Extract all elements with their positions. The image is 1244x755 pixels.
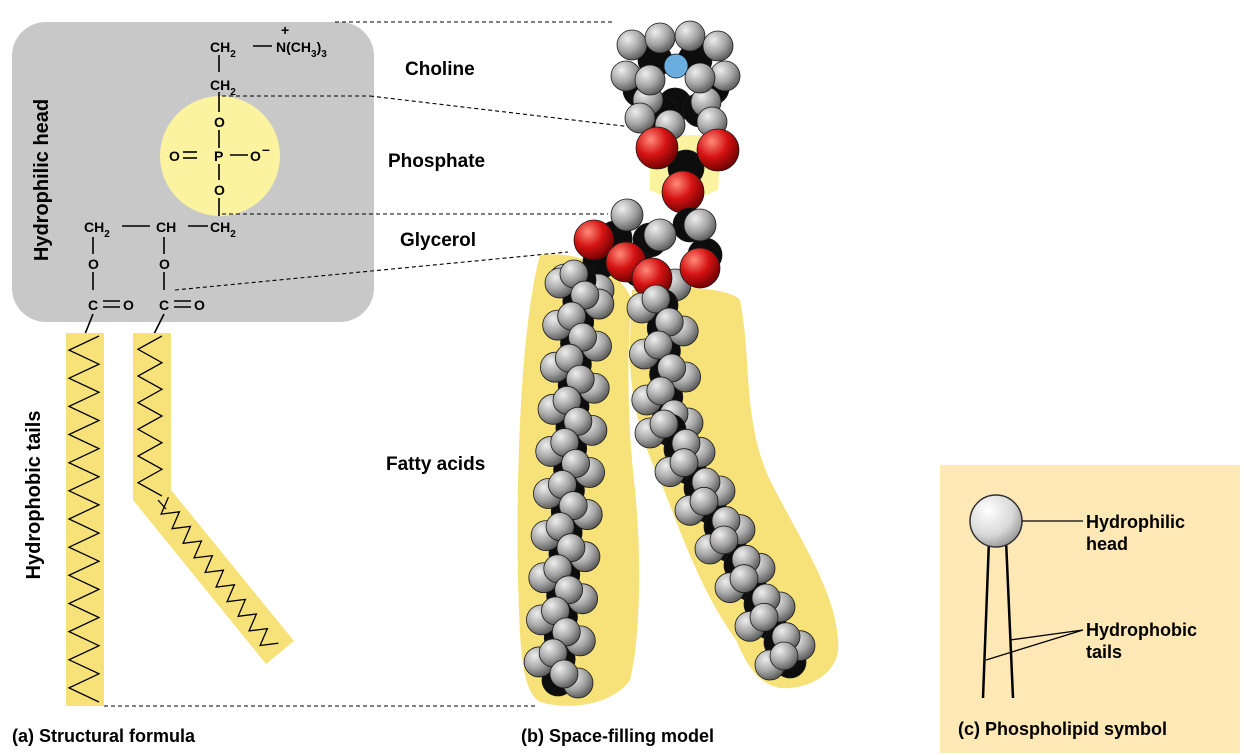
oxygen-atom [573, 219, 615, 261]
atom-ch2-mid: CH2 [210, 77, 236, 98]
hydrogen-atom [646, 376, 676, 406]
atom-o-left-dbl: O [123, 297, 134, 313]
atom-gly-mid: CH [156, 219, 176, 235]
nitrogen-atom [663, 53, 689, 79]
left-tail-band [66, 333, 104, 706]
atom-gly-left: CH2 [84, 219, 110, 240]
hydrogen-atom [624, 102, 656, 134]
structural-bonds [84, 45, 272, 335]
hydrogen-atom [610, 198, 644, 232]
hydrophilic-head-label: Hydrophilic head [31, 99, 53, 261]
atom-p: P [214, 148, 223, 164]
connector-lines [104, 21, 633, 707]
hydrogen-atom [561, 449, 590, 478]
left-fatty-acid-atoms [523, 259, 615, 699]
hydrogen-atom [709, 525, 739, 555]
hydrogen-atom [563, 406, 593, 436]
atom-o-right-dbl: O [194, 297, 205, 313]
hydrogen-atom [683, 208, 717, 242]
left-tail-zigzag [67, 335, 101, 703]
hydrogen-atom [634, 64, 666, 96]
symbol-head-label: Hydrophilic head [1086, 512, 1190, 554]
hydrogen-atom [556, 533, 586, 563]
structural-formula: Hydrophilic head Hydrophobic tails [12, 22, 374, 746]
hydrogen-atom [674, 20, 706, 52]
structural-atoms: CH2 N(CH3)3 + CH2 O O P O – O CH2 CH CH2… [84, 22, 327, 313]
tails-pointer-line-1 [1009, 629, 1084, 641]
hydrogen-atom [769, 641, 799, 671]
hydrogen-atom [749, 602, 779, 632]
symbol-tail-right [1004, 539, 1015, 699]
atom-p-left-o: O [169, 148, 180, 164]
atom-n-methyl: N(CH3)3 [276, 39, 327, 60]
right-fatty-acid-atoms [626, 284, 816, 681]
symbol-caption: (c) Phospholipid symbol [958, 719, 1167, 739]
atom-c-left: C [88, 297, 98, 313]
oxygen-atom [696, 128, 740, 172]
hydrogen-atom [684, 62, 716, 94]
symbol-tails-label: Hydrophobic tails [1086, 620, 1202, 662]
hydrogen-atom [649, 409, 679, 439]
phosphate-highlight [160, 96, 280, 216]
hydrogen-atom [558, 491, 588, 520]
hydrogen-atom [729, 564, 759, 594]
hydrogen-atom [554, 575, 584, 605]
hydrogen-atom [551, 617, 581, 647]
structural-formula-caption: (a) Structural formula [12, 726, 196, 746]
atom-gly-right: CH2 [210, 219, 236, 240]
atom-o-left: O [88, 256, 99, 272]
hydrogen-atom [643, 218, 677, 252]
atom-p-right-o: O [250, 148, 261, 164]
choline-label: Choline [405, 59, 475, 80]
hydrogen-atom [702, 30, 734, 62]
hydrogen-atom [644, 22, 676, 54]
right-tail-zigzag-upper [136, 335, 164, 497]
hydrophobic-tails-label: Hydrophobic tails [23, 411, 45, 580]
phospholipid-symbol-panel: Hydrophilic head Hydrophobic tails (c) P… [940, 465, 1240, 753]
tails-pointer-line-2 [985, 629, 1084, 661]
atom-c-right: C [159, 297, 169, 313]
space-filling-caption: (b) Space-filling model [521, 726, 714, 746]
hydrogen-atom [616, 29, 648, 61]
atom-ch2-top: CH2 [210, 39, 236, 60]
hydrogen-atom [644, 330, 673, 360]
symbol-head-circle [969, 494, 1023, 548]
glycerol-label: Glycerol [400, 230, 476, 251]
hydrogen-atom [568, 322, 597, 352]
hydrogen-atom [570, 280, 600, 310]
p-charge: – [262, 141, 270, 157]
phosphate-label: Phosphate [388, 151, 485, 172]
hydrogen-atom [669, 448, 699, 478]
hydrogen-atom [565, 364, 595, 394]
oxygen-atom [635, 126, 679, 170]
right-tail-zigzag-lower [160, 496, 279, 647]
oxygen-atom [661, 170, 705, 214]
atom-o-mid: O [159, 256, 170, 272]
right-tail-band [133, 333, 294, 664]
hydrogen-atom [641, 284, 671, 314]
fatty-acids-label: Fatty acids [386, 454, 485, 475]
choline-atoms [610, 20, 741, 141]
oxygen-atom [679, 247, 721, 289]
n-charge: + [281, 22, 289, 38]
hydrogen-atom [689, 486, 719, 516]
symbol-tail-left [981, 539, 991, 699]
phosphate-atoms [635, 126, 740, 214]
space-filling-model: Choline Phosphate Glycerol Fatty acids (… [386, 20, 839, 746]
atom-o1: O [214, 114, 225, 130]
atom-o2: O [214, 182, 225, 198]
cis-double-bond [157, 499, 167, 510]
hydrogen-atom [549, 659, 579, 689]
